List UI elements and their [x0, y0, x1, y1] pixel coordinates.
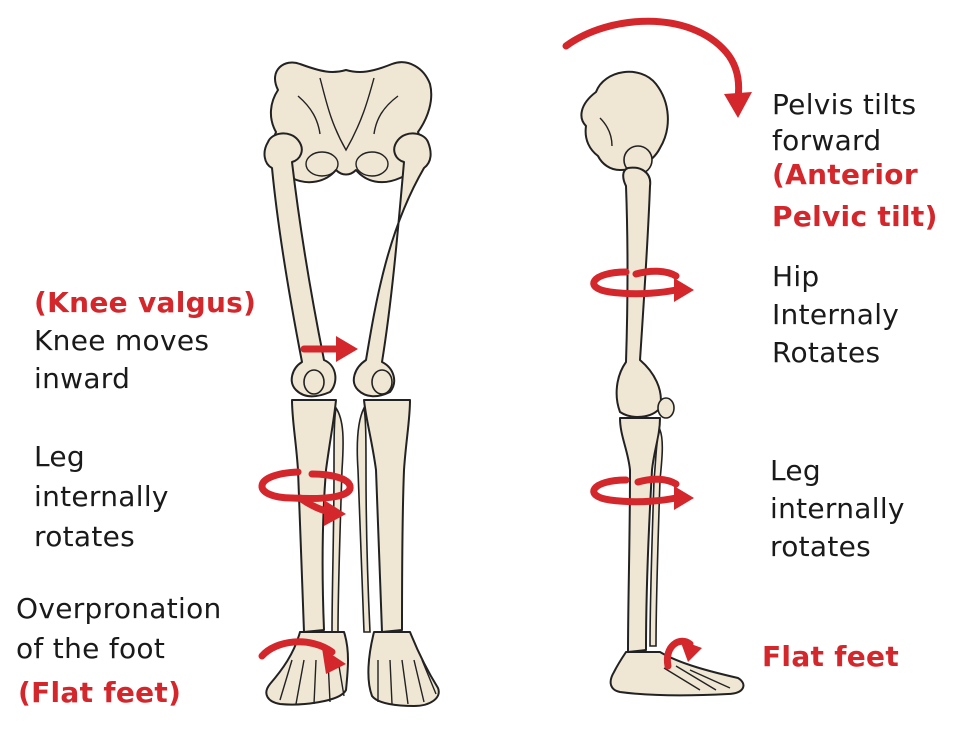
side-hip-line3: Rotates — [772, 336, 881, 369]
front-leg-line3: rotates — [34, 520, 136, 553]
front-knee-line2: inward — [34, 362, 131, 395]
front-left-tibia — [291, 399, 337, 633]
front-sacrum — [319, 77, 375, 152]
front-leg-line1: Leg — [34, 440, 86, 473]
side-skeleton — [580, 70, 745, 697]
front-right-fibula — [356, 405, 371, 633]
side-pelvis-line2: forward — [772, 124, 882, 157]
front-foot-line1: Overpronation — [16, 592, 222, 625]
side-pelvic-tilt-label: Pelvic tilt) — [772, 200, 938, 233]
front-right-femur — [352, 132, 432, 398]
front-right-tibia — [363, 399, 411, 633]
side-leg-rotation-arrow — [590, 475, 694, 510]
side-pelvis-tilt-arrow — [562, 17, 752, 118]
side-hip-line1: Hip — [772, 260, 820, 293]
side-leg-line1: Leg — [770, 454, 822, 487]
front-left-femur — [263, 132, 337, 398]
front-leg-rotation-arrow — [258, 468, 354, 526]
side-hip-rotation-arrow — [590, 267, 694, 302]
side-anterior-label: (Anterior — [772, 158, 918, 191]
front-obturator-left — [305, 151, 339, 177]
side-leg-line2: internally — [770, 492, 905, 525]
front-knee-arrow — [300, 336, 358, 362]
front-foot-line2: of the foot — [16, 632, 166, 665]
side-pelvis-line1: Pelvis tilts — [772, 88, 917, 121]
side-hip-line2: Internaly — [772, 298, 900, 331]
side-foot-arrow — [663, 637, 702, 670]
side-leg-line3: rotates — [770, 530, 872, 563]
front-skeleton — [263, 61, 440, 707]
front-knee-valgus-label: (Knee valgus) — [34, 286, 257, 319]
front-leg-line2: internally — [34, 480, 169, 513]
side-pelvis — [580, 70, 669, 171]
side-foot — [609, 651, 745, 697]
front-obturator-right — [355, 151, 389, 177]
front-knee-line1: Knee moves — [34, 324, 210, 357]
front-flat-feet-label: (Flat feet) — [18, 676, 182, 709]
front-foot-arrow — [258, 638, 346, 674]
side-flat-feet-label: Flat feet — [762, 640, 899, 673]
